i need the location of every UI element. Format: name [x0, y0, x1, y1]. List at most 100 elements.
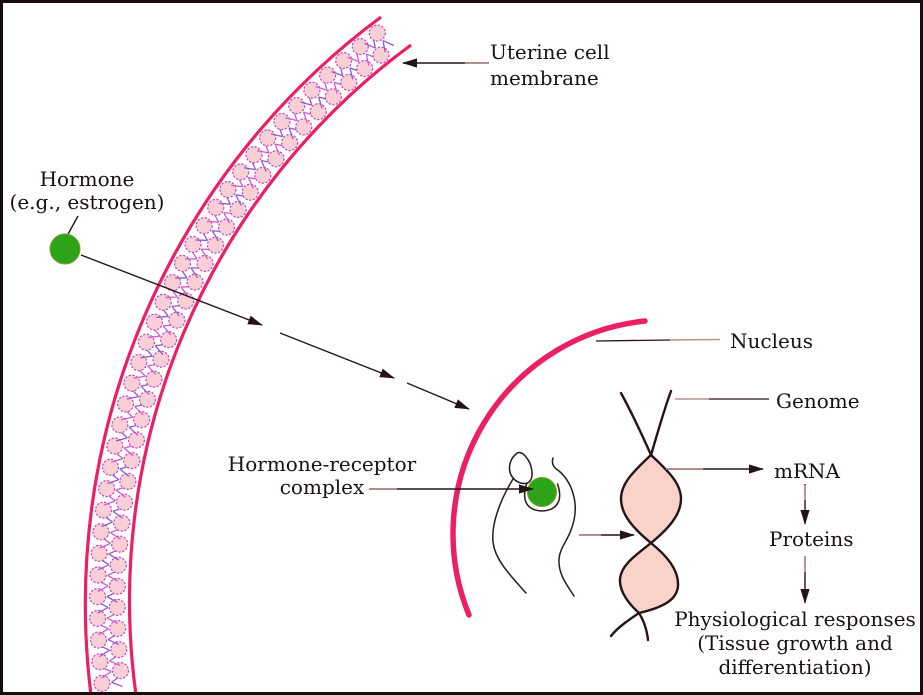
phospholipid-tail — [218, 202, 231, 205]
phospholipid-head — [90, 544, 108, 562]
phospholipid-head — [184, 235, 202, 254]
phospholipid-tail — [154, 345, 164, 356]
phospholipid-tail — [257, 150, 270, 154]
phospholipid-head — [351, 37, 369, 56]
phospholipid-tail — [300, 101, 312, 106]
phospholipid-head — [130, 354, 148, 372]
phospholipid-head — [89, 609, 107, 627]
phospholipid-head — [340, 73, 358, 92]
phospholipid-head — [110, 640, 128, 659]
phospholipid-head — [207, 198, 225, 217]
phospholipid-tail — [97, 628, 109, 636]
phospholipid-head — [267, 150, 285, 168]
phospholipid-tail — [106, 617, 119, 625]
phospholipid-tail — [171, 305, 180, 317]
phospholipid-tail — [302, 111, 309, 124]
phospholipid-head — [119, 472, 137, 490]
phospholipid-head — [159, 330, 178, 349]
receptor-petal — [508, 451, 533, 485]
phospholipid-tail — [270, 133, 283, 138]
phospholipid-head — [116, 395, 135, 413]
phospholipid-tail — [190, 267, 199, 279]
nucleus-leader-tan — [669, 338, 721, 341]
phospholipid-tail — [126, 395, 139, 400]
phospholipid-head — [94, 501, 113, 519]
phospholipid-head — [145, 370, 163, 388]
phospholipid-tail — [128, 426, 139, 436]
phospholipid-head — [245, 146, 263, 164]
phospholipid-tail — [288, 127, 294, 140]
phospholipid-tail — [382, 39, 395, 47]
phospholipid-head — [288, 97, 306, 115]
membrane-label-line2: membrane — [490, 66, 599, 90]
phospholipid-tail — [364, 42, 376, 49]
phospholipid-head — [173, 254, 192, 273]
phospholipid-tail — [349, 67, 354, 80]
phospholipid-head — [109, 556, 127, 574]
nucleus-arc — [450, 318, 648, 618]
phospholipid-head — [127, 431, 146, 449]
responses-label: Physiological responses (Tissue growth a… — [674, 607, 916, 679]
phospholipid-tail — [97, 606, 109, 614]
phospholipid-tail — [111, 458, 123, 463]
genome-label: Genome — [776, 389, 860, 413]
phospholipid-tail — [147, 365, 157, 375]
phospholipid-tail — [274, 143, 281, 156]
phospholipid-head — [138, 390, 157, 408]
phospholipid-tail — [200, 248, 209, 260]
phospholipid-tail — [111, 681, 123, 688]
phospholipid-tail — [97, 585, 109, 593]
responses-label-line3: differentiation) — [718, 655, 872, 679]
phospholipid-head — [123, 452, 141, 470]
phospholipid-tail — [112, 510, 124, 519]
receptor-curve-right — [551, 457, 576, 597]
phospholipid-tail — [107, 479, 119, 485]
phospholipid-tail — [101, 521, 113, 528]
phospholipid-tail — [223, 212, 231, 224]
phospholipid-tail — [333, 81, 338, 94]
hormone-label-line2: (e.g., estrogen) — [9, 190, 165, 214]
phospholipid-head — [123, 374, 141, 392]
phospholipid-tail — [180, 286, 189, 297]
phospholipid-head — [111, 535, 129, 553]
genome-helix-strand-2 — [609, 389, 680, 638]
phospholipid-head — [254, 166, 272, 184]
hormone-receptor-ball — [527, 477, 557, 507]
phospholipid-tail — [101, 670, 112, 679]
phospholipid-head — [195, 217, 213, 235]
hormone-label-leader — [66, 215, 79, 237]
phospholipid-head — [335, 52, 353, 70]
phospholipid-tail — [110, 532, 121, 540]
phospholipid-head — [281, 134, 299, 152]
phospholipid-head — [111, 416, 129, 434]
proteins-label: Proteins — [769, 527, 854, 551]
phospholipid-head — [113, 514, 131, 532]
phospholipid-head — [186, 273, 204, 291]
phospholipid-head — [206, 236, 225, 254]
phospholipid-head — [91, 653, 109, 671]
phospholipid-head — [196, 254, 214, 273]
phospholipid-tail — [165, 296, 178, 299]
phospholipid-head — [219, 180, 237, 199]
mrna-label: mRNA — [774, 459, 840, 483]
phospholipid-layer — [88, 24, 395, 692]
phospholipid-tail — [285, 117, 298, 122]
phospholipid-head — [324, 88, 342, 106]
cell-membrane-outer-arc — [83, 15, 382, 692]
phospholipid-head — [109, 619, 127, 638]
phospholipid-tail — [134, 406, 144, 416]
hormone-label-line1: Hormone — [39, 167, 135, 191]
phospholipid-tail — [243, 167, 256, 171]
membrane-label-line1: Uterine cell — [490, 40, 610, 64]
phospholipid-head — [232, 163, 250, 181]
phospholipid-tail — [260, 160, 267, 172]
phospholipid-tail — [103, 500, 116, 506]
phospholipid-tail — [206, 220, 219, 223]
phospholipid-head — [106, 437, 124, 455]
diagram-artwork — [49, 15, 810, 692]
responses-label-line1: Physiological responses — [674, 607, 916, 631]
genome-helix-lens-1 — [621, 455, 681, 543]
phospholipid-tail — [315, 85, 328, 91]
phospholipid-tail — [99, 649, 110, 658]
